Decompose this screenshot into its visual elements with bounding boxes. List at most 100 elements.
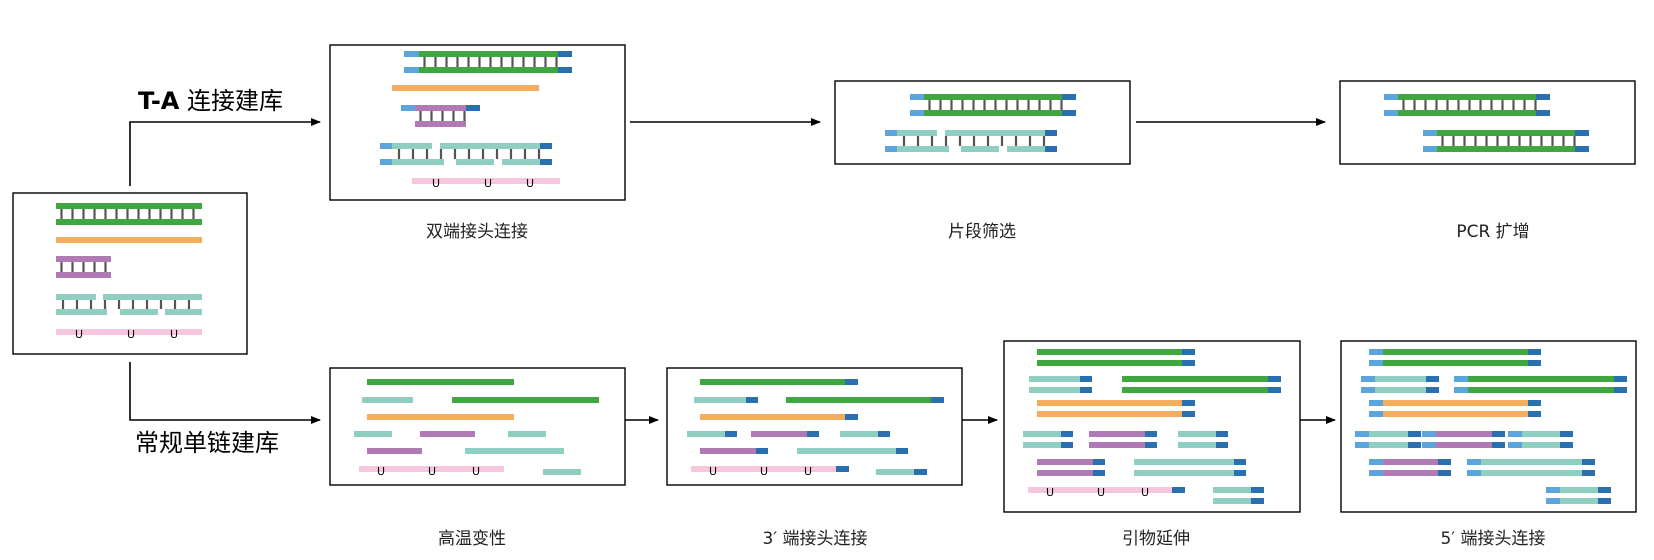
top-strand — [1560, 487, 1598, 493]
bottom-strand — [1037, 360, 1182, 366]
strand-dash — [1564, 494, 1571, 496]
adapter — [1182, 360, 1195, 366]
strand-dash — [1471, 407, 1478, 409]
strand-dash — [1435, 356, 1442, 358]
single-strand — [362, 397, 413, 403]
strand-dash — [1069, 383, 1076, 385]
strand-dash — [1089, 356, 1096, 358]
uracil-marker: U — [377, 465, 385, 478]
strand-dash — [1129, 438, 1136, 440]
adapter — [1093, 470, 1105, 476]
teal-strand — [961, 146, 999, 152]
strand-dash — [1557, 466, 1564, 468]
strand-dash — [1403, 383, 1410, 385]
strand-dash — [1399, 466, 1406, 468]
strand-dash — [1387, 407, 1394, 409]
adapter — [931, 397, 944, 403]
adapter — [1492, 442, 1505, 448]
adapter — [1438, 470, 1451, 476]
strand-dash — [1057, 383, 1064, 385]
bottom-strand — [1383, 360, 1528, 366]
strand-dash — [1471, 356, 1478, 358]
single-strand — [465, 448, 564, 454]
adapter — [1355, 442, 1369, 448]
step-label-primer-extension: 引物延伸 — [1122, 529, 1190, 549]
teal-strand — [1007, 146, 1045, 152]
strand-dash — [1484, 383, 1491, 385]
teal-strand — [456, 159, 494, 165]
adapter — [380, 143, 392, 149]
top-strand — [1037, 400, 1182, 406]
strand-dash — [1138, 383, 1145, 385]
strand-dash — [1379, 383, 1386, 385]
adapter — [1454, 376, 1468, 382]
uracil-marker: U — [760, 465, 768, 478]
adapter — [1062, 110, 1076, 116]
bottom-strand — [56, 272, 111, 278]
strand-dash — [1033, 383, 1040, 385]
adapter — [1045, 130, 1057, 136]
denaturation-panel — [329, 367, 626, 486]
adapter-ligation-panel — [329, 44, 626, 201]
strand-dash — [1258, 383, 1265, 385]
adapter — [540, 159, 552, 165]
adapter — [1536, 110, 1550, 116]
adapter — [404, 51, 419, 57]
top-strand — [1437, 130, 1575, 136]
adapter — [725, 431, 737, 437]
strand-dash — [1483, 407, 1490, 409]
single-strand — [420, 431, 475, 437]
strand-dash — [1538, 438, 1545, 440]
strand-dash — [1391, 383, 1398, 385]
single-strand — [840, 431, 878, 437]
adapter — [1582, 459, 1595, 465]
top-strand — [56, 203, 202, 209]
adapter — [845, 414, 858, 420]
adapter — [1560, 442, 1573, 448]
adapter — [1369, 349, 1383, 355]
adapter — [1182, 349, 1195, 355]
single-strand — [786, 397, 931, 403]
adapter — [1369, 411, 1383, 417]
adapter — [1438, 459, 1451, 465]
adapter — [401, 105, 415, 111]
strand-dash — [1041, 407, 1048, 409]
step-label-denaturation: 高温变性 — [438, 529, 506, 549]
adapter — [1182, 411, 1195, 417]
adapter — [1093, 459, 1105, 465]
step-label-size-selection: 片段筛选 — [948, 222, 1016, 242]
strand-dash — [1101, 356, 1108, 358]
single-strand — [700, 414, 845, 420]
bottom-strand — [1213, 498, 1251, 504]
strand-dash — [1520, 383, 1527, 385]
bottom-strand — [1560, 498, 1598, 504]
strand-dash — [1495, 407, 1502, 409]
strand-dash — [1053, 466, 1060, 468]
strand-dash — [1483, 356, 1490, 358]
teal-strand — [165, 309, 202, 315]
strand-dash — [1399, 407, 1406, 409]
strand-dash — [1173, 356, 1180, 358]
strand-dash — [1125, 407, 1132, 409]
top-strand — [1375, 376, 1426, 382]
adapter — [1582, 470, 1595, 476]
adapter — [1454, 387, 1468, 393]
primer-extension-panel — [1003, 340, 1301, 513]
strand-dash — [1246, 383, 1253, 385]
strand-dash — [1459, 356, 1466, 358]
strand-dash — [1519, 407, 1526, 409]
strand-dash — [1162, 466, 1169, 468]
uracil-marker: U — [428, 465, 436, 478]
single-strand — [797, 448, 896, 454]
arrow-right-icon — [129, 118, 321, 186]
strand-dash — [1162, 383, 1169, 385]
uracil-strand — [56, 329, 202, 335]
flow-arrows — [129, 118, 1336, 424]
bottom-strand — [1437, 146, 1575, 152]
adapter — [1234, 470, 1246, 476]
conventional-route-title: 常规单链建库 — [135, 429, 279, 457]
single-strand — [367, 379, 514, 385]
top-strand — [415, 105, 466, 111]
adapter — [1234, 459, 1246, 465]
strand-dash — [1210, 466, 1217, 468]
